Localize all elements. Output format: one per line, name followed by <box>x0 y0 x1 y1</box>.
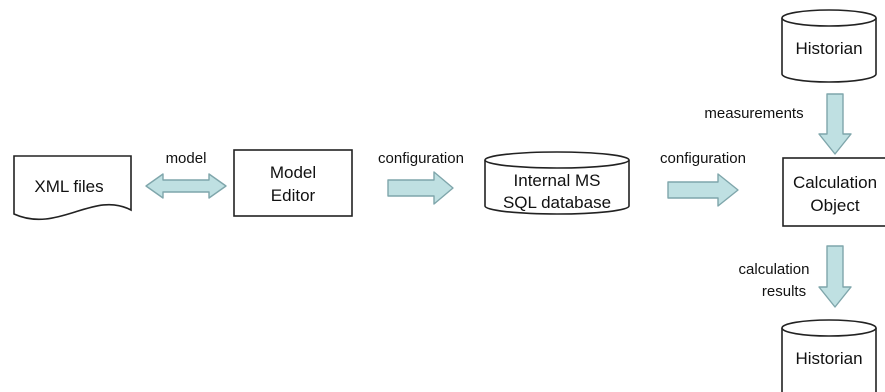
right-arrow-icon <box>667 173 739 207</box>
right-arrow-icon <box>387 171 454 205</box>
database-cylinder-top <box>781 9 877 27</box>
calculation-results-edge: calculation results <box>739 245 852 308</box>
internal-db-label-line1: Internal MS <box>514 171 601 190</box>
calculation-object-label-line1: Calculation <box>793 173 877 192</box>
historian-top-node: Historian <box>781 9 877 83</box>
historian-bottom-node: Historian <box>781 319 877 392</box>
configuration-edge-2-label: configuration <box>660 150 746 167</box>
model-editor-node: Model Editor <box>233 149 353 217</box>
database-cylinder-top <box>484 151 630 169</box>
document-shape-icon <box>13 155 132 221</box>
calculation-object-label-line2: Object <box>810 196 859 215</box>
xml-files-node: XML files <box>13 155 132 221</box>
configuration-edge-2: configuration <box>660 150 746 207</box>
model-edge: model <box>145 150 227 199</box>
database-cylinder-icon <box>484 160 630 215</box>
historian-top-label: Historian <box>795 39 862 58</box>
measurements-edge: measurements <box>704 93 852 155</box>
double-arrow-icon <box>145 173 227 199</box>
model-editor-box <box>233 149 353 217</box>
model-edge-label: model <box>166 150 207 167</box>
calculation-object-box <box>782 157 885 227</box>
database-cylinder-icon <box>781 328 877 392</box>
calculation-object-node: Calculation Object <box>782 157 885 227</box>
internal-db-label-line2: SQL database <box>503 193 611 212</box>
calculation-results-edge-label-line2: results <box>762 283 806 300</box>
measurements-edge-label: measurements <box>704 105 803 122</box>
model-editor-label-line1: Model <box>270 163 316 182</box>
down-arrow-icon <box>818 93 852 155</box>
historian-bottom-label: Historian <box>795 349 862 368</box>
down-arrow-icon <box>818 245 852 308</box>
database-cylinder-top <box>781 319 877 337</box>
calculation-results-edge-label-line1: calculation <box>739 261 810 278</box>
xml-files-label: XML files <box>34 177 103 196</box>
database-cylinder-icon <box>781 18 877 83</box>
model-editor-label-line2: Editor <box>271 186 316 205</box>
internal-db-node: Internal MS SQL database <box>484 151 630 215</box>
configuration-edge-1-label: configuration <box>378 150 464 167</box>
configuration-edge-1: configuration <box>378 150 464 205</box>
